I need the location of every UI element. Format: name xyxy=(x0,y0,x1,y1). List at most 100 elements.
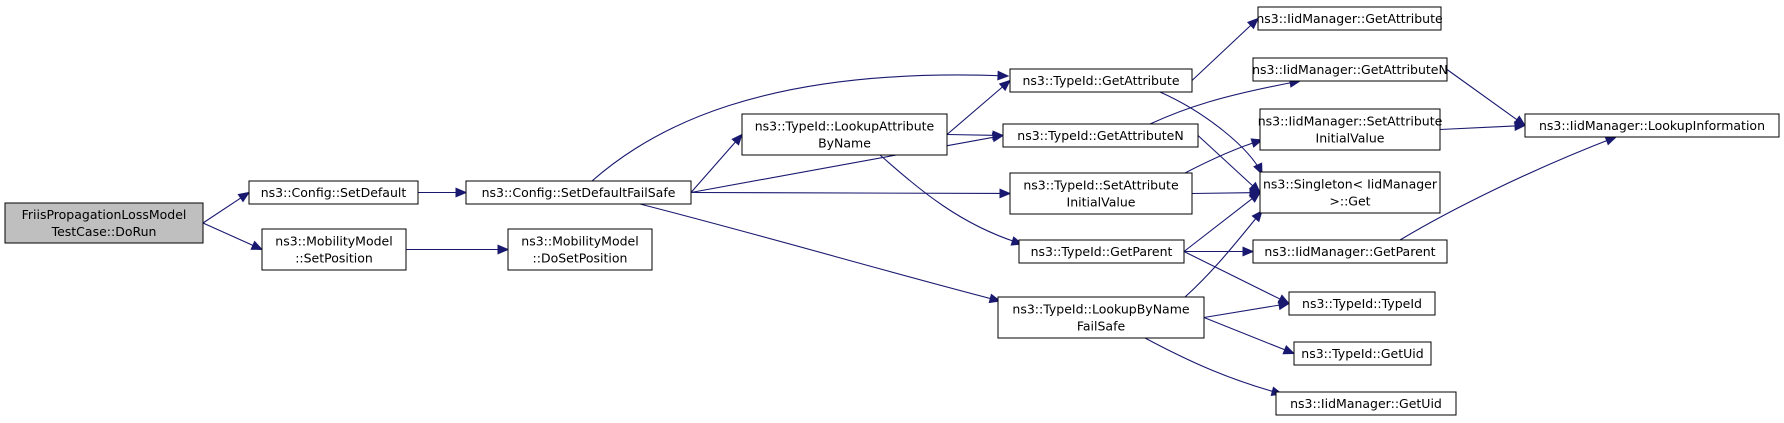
node-label-line: ns3::TypeId::SetAttribute xyxy=(1023,178,1179,193)
node-box[interactable] xyxy=(1288,291,1436,316)
node-n12[interactable]: ns3::IidManager::GetAttributeN xyxy=(1252,57,1448,82)
edge-arrowhead xyxy=(237,191,251,203)
node-label-line: ns3::MobilityModel xyxy=(275,234,392,249)
node-label-line: ns3::Config::SetDefaultFailSafe xyxy=(482,185,676,200)
node-box[interactable] xyxy=(1018,239,1185,264)
node-box[interactable] xyxy=(1252,57,1448,82)
edge-line xyxy=(202,197,241,224)
edge-n10-n18 xyxy=(1144,337,1284,397)
edge-arrowhead xyxy=(1251,210,1263,223)
edge-line xyxy=(1446,69,1518,121)
node-n9[interactable]: ns3::TypeId::GetParent xyxy=(1018,239,1185,264)
node-box[interactable] xyxy=(1257,6,1442,31)
node-label-line: ns3::Config::SetDefault xyxy=(261,185,407,200)
node-n11[interactable]: ns3::IidManager::GetAttribute xyxy=(1256,6,1443,31)
edges xyxy=(202,17,1618,397)
node-box[interactable] xyxy=(1009,68,1193,93)
edge-n10-n14 xyxy=(1184,210,1263,298)
node-label-line: InitialValue xyxy=(1316,131,1385,146)
edge-arrowhead xyxy=(1253,162,1263,176)
edge-n3-n10 xyxy=(639,203,1002,304)
edge-line xyxy=(1203,316,1285,351)
edge-n8-n13 xyxy=(1184,138,1264,174)
node-box[interactable] xyxy=(507,228,653,271)
node-box[interactable] xyxy=(4,202,204,244)
node-n19[interactable]: ns3::IidManager::LookupInformation xyxy=(1524,113,1780,138)
edge-n10-n16 xyxy=(1203,300,1291,319)
node-box[interactable] xyxy=(1259,171,1441,214)
node-label-line: ::DoSetPosition xyxy=(533,251,628,266)
node-box[interactable] xyxy=(261,228,407,271)
edge-line xyxy=(1399,136,1617,241)
node-box[interactable] xyxy=(997,296,1205,339)
edge-arrowhead xyxy=(1246,17,1259,30)
edge-n2-n4 xyxy=(406,244,510,255)
node-label-line: ns3::IidManager::GetAttributeN xyxy=(1252,62,1448,77)
node-label-line: ns3::IidManager::LookupInformation xyxy=(1539,118,1765,133)
node-n3[interactable]: ns3::Config::SetDefaultFailSafe xyxy=(465,180,692,205)
node-box[interactable] xyxy=(248,180,419,205)
node-n17[interactable]: ns3::TypeId::GetUid xyxy=(1293,341,1432,366)
node-n18[interactable]: ns3::IidManager::GetUid xyxy=(1275,391,1457,416)
node-n4[interactable]: ns3::MobilityModel::DoSetPosition xyxy=(507,228,653,271)
node-n15[interactable]: ns3::IidManager::GetParent xyxy=(1252,239,1448,264)
node-box[interactable] xyxy=(1293,341,1432,366)
node-label-line: FailSafe xyxy=(1077,319,1126,334)
edge-arrowhead xyxy=(1277,300,1291,311)
edge-arrowhead xyxy=(497,244,510,255)
edge-arrowhead xyxy=(988,293,1002,304)
node-box[interactable] xyxy=(1002,123,1199,148)
node-box[interactable] xyxy=(741,113,948,156)
node-box[interactable] xyxy=(1259,108,1441,151)
node-box[interactable] xyxy=(1009,172,1193,215)
edge-line xyxy=(1184,210,1263,298)
edge-arrowhead xyxy=(999,188,1012,199)
node-n13[interactable]: ns3::IidManager::SetAttributeInitialValu… xyxy=(1258,108,1443,151)
edge-arrowhead xyxy=(1242,246,1255,257)
edge-n9-n15 xyxy=(1184,246,1255,257)
node-label-line: ns3::MobilityModel xyxy=(521,234,638,249)
node-label-line: ns3::TypeId::LookupByName xyxy=(1012,302,1189,317)
node-label-line: ns3::IidManager::GetParent xyxy=(1264,244,1435,259)
node-n7[interactable]: ns3::TypeId::GetAttributeN xyxy=(1002,123,1199,148)
node-label-line: InitialValue xyxy=(1067,195,1136,210)
node-label-line: ns3::TypeId::GetParent xyxy=(1031,244,1173,259)
node-box[interactable] xyxy=(1524,113,1780,138)
node-label-line: >::Get xyxy=(1329,194,1370,209)
node-n1[interactable]: ns3::Config::SetDefault xyxy=(248,180,419,205)
edge-n0-n2 xyxy=(202,222,264,251)
edge-arrowhead xyxy=(1282,345,1296,355)
node-n14[interactable]: ns3::Singleton< IidManager >::Get xyxy=(1259,171,1441,214)
edge-n5-n7 xyxy=(946,130,1005,141)
edge-line xyxy=(639,203,1001,302)
node-box[interactable] xyxy=(1252,239,1448,264)
node-n16[interactable]: ns3::TypeId::TypeId xyxy=(1288,291,1436,316)
node-label-line: TestCase::DoRun xyxy=(51,224,157,239)
nodes: FriisPropagationLossModelTestCase::DoRun… xyxy=(4,6,1780,416)
edge-n6-n14 xyxy=(1159,91,1263,176)
node-label-line: ns3::TypeId::TypeId xyxy=(1302,296,1422,311)
edge-arrowhead xyxy=(1514,121,1527,131)
edge-line xyxy=(591,74,1009,182)
edge-n5-n9 xyxy=(879,154,1024,246)
node-n2[interactable]: ns3::MobilityModel::SetPosition xyxy=(261,228,407,271)
edge-line xyxy=(690,191,1001,195)
edge-line xyxy=(1144,337,1283,395)
node-box[interactable] xyxy=(465,180,692,205)
node-label-line: ns3::IidManager::GetAttribute xyxy=(1256,11,1443,26)
edge-n9-n14 xyxy=(1183,191,1262,252)
node-n6[interactable]: ns3::TypeId::GetAttribute xyxy=(1009,68,1193,93)
edge-arrowhead xyxy=(997,70,1010,81)
edge-n5-n6 xyxy=(946,79,1011,135)
edge-line xyxy=(690,141,736,193)
edge-arrowhead xyxy=(731,133,743,146)
edge-line xyxy=(1183,198,1253,252)
node-box[interactable] xyxy=(1275,391,1457,416)
edge-n3-n6 xyxy=(591,70,1010,182)
node-label-line: ns3::TypeId::GetUid xyxy=(1301,346,1423,361)
